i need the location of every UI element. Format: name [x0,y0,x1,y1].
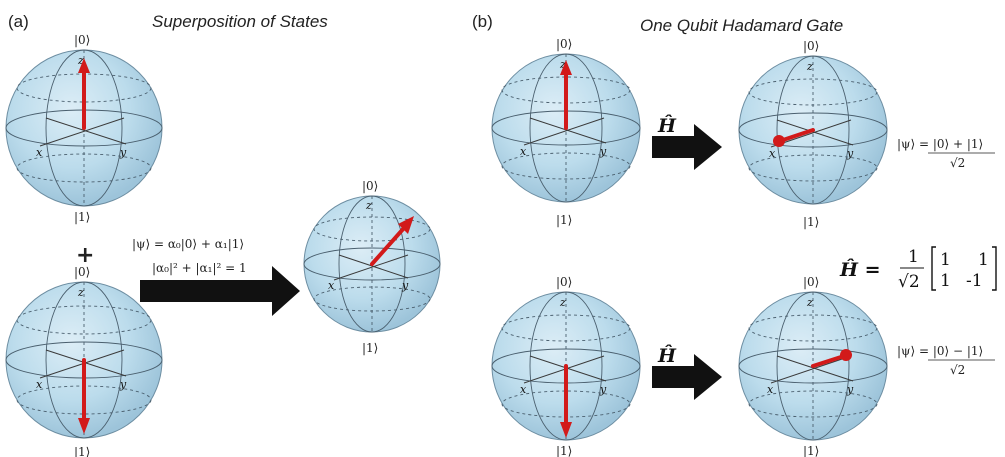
matrix-frac-numerator: 1 [908,247,919,267]
ket-one-label: |1⟩ [556,444,572,457]
bloch-sphere-b-output-bottom: x y z |0⟩ |1⟩ [739,275,887,457]
ket-one-label: |1⟩ [803,444,819,457]
y-axis-label: y [119,378,127,391]
panel-a-label: (a) [8,12,29,31]
matrix-cell-r1c2: 1 [978,250,989,270]
y-axis-label: y [599,145,607,158]
x-axis-label: x [36,378,43,391]
psi-plus-numerator: |ψ⟩ = |0⟩ + |1⟩ [897,137,983,151]
x-axis-label: x [328,279,335,292]
bloch-sphere-b-input-top: x y z |0⟩ |1⟩ [492,37,640,227]
psi-minus-denominator: √2 [950,363,965,377]
x-axis-label: x [520,383,527,396]
hadamard-operator-label: Ĥ [657,114,677,137]
x-axis-label: x [520,145,527,158]
ket-zero-label: |0⟩ [362,179,378,193]
panel-a-title: Superposition of States [152,12,328,31]
ket-zero-label: |0⟩ [556,275,572,289]
z-axis-label: z [806,60,813,73]
panel-b-title: One Qubit Hadamard Gate [640,16,843,35]
bloch-sphere-b-output-top: x y z |0⟩ |1⟩ [739,39,887,229]
ket-zero-label: |0⟩ [74,33,90,47]
bloch-sphere-b-input-bottom: x y z |0⟩ |1⟩ [492,275,640,457]
y-axis-label: y [846,383,854,396]
y-axis-label: y [846,147,854,160]
y-axis-label: y [119,146,127,159]
matrix-frac-denominator: √2 [898,272,920,292]
ket-one-label: |1⟩ [74,445,90,457]
psi-plus-denominator: √2 [950,156,965,170]
ket-one-label: |1⟩ [362,341,378,355]
hadamard-matrix: Ĥ = 1 √2 1 1 1 -1 [839,247,996,292]
hadamard-operator-label: Ĥ [657,344,677,367]
ket-zero-label: |0⟩ [803,39,819,53]
matrix-cell-r2c1: 1 [940,271,951,291]
state-vector-tip [773,135,785,147]
psi-minus-numerator: |ψ⟩ = |0⟩ − |1⟩ [897,344,983,358]
matrix-left-bracket [932,247,936,290]
state-vector-tip [840,349,852,361]
y-axis-label: y [599,383,607,396]
matrix-right-bracket [992,247,996,290]
x-axis-label: x [36,146,43,159]
ket-zero-label: |0⟩ [556,37,572,51]
ket-zero-label: |0⟩ [803,275,819,289]
normalization-equation: |α₀|² + |α₁|² = 1 [152,261,247,275]
z-axis-label: z [559,296,566,309]
ket-zero-label: |0⟩ [74,265,90,279]
ket-one-label: |1⟩ [803,215,819,229]
bloch-sphere-a-superposition: x y z |0⟩ |1⟩ [304,179,440,355]
matrix-cell-r2c2: -1 [966,271,983,291]
matrix-cell-r1c1: 1 [940,250,951,270]
z-axis-label: z [806,296,813,309]
ket-one-label: |1⟩ [556,213,572,227]
bloch-sphere-a-zero: x y z |0⟩ |1⟩ [6,33,162,224]
bloch-sphere-a-one: x y z |0⟩ |1⟩ [6,265,162,457]
y-axis-label: y [401,279,409,292]
superposition-equation: |ψ⟩ = α₀|0⟩ + α₁|1⟩ [132,237,244,251]
matrix-lhs: Ĥ = [839,258,881,281]
z-axis-label: z [77,286,84,299]
ket-one-label: |1⟩ [74,210,90,224]
panel-b-label: (b) [472,12,493,31]
z-axis-label: z [365,199,372,212]
x-axis-label: x [767,383,774,396]
x-axis-label: x [769,147,776,160]
